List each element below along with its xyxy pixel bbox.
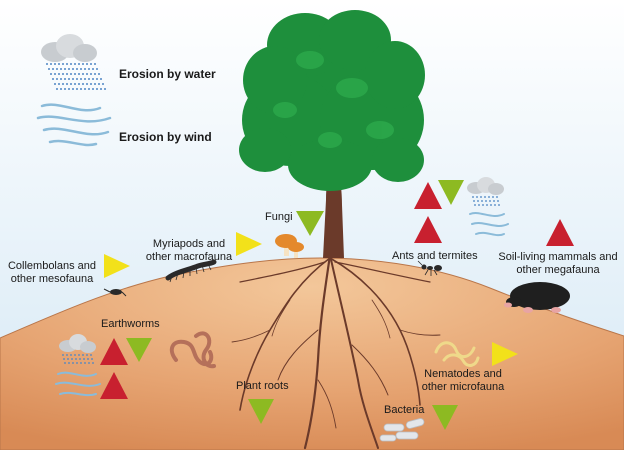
collembolan-icon: [103, 288, 127, 297]
myriapod-icon: [165, 259, 217, 283]
root-system: [231, 253, 441, 450]
plant-roots-decrease-icon: [248, 399, 274, 424]
label-mammals: Soil-living mammals and other megafauna: [496, 251, 620, 277]
collembolans-neutral-icon: [104, 254, 130, 278]
bacteria-decrease-icon: [432, 405, 458, 430]
bacteria-icon: [379, 418, 425, 442]
mole-icon: [504, 282, 570, 313]
label-plant-roots: Plant roots: [236, 380, 289, 392]
fungi-decrease-icon: [296, 211, 324, 236]
earthworm-icon: [169, 331, 216, 369]
wind-icon-earthworms: [55, 371, 101, 397]
cloud-icon-right: [467, 177, 504, 206]
label-ants: Ants and termites: [392, 250, 478, 262]
wind-icon-right: [469, 212, 509, 237]
label-nematodes-line1: Nematodes and: [424, 368, 502, 380]
label-mammals-line2: other megafauna: [516, 264, 600, 277]
legend-wind-icon: [36, 103, 112, 147]
label-nematodes: Nematodes and other microfauna: [412, 368, 514, 394]
legend-erosion-water: Erosion by water: [119, 67, 216, 81]
legend-cloud-icon: [41, 34, 106, 90]
nematodes-neutral-icon: [492, 342, 518, 366]
label-nematodes-line2: other microfauna: [421, 381, 505, 394]
myriapods-neutral-icon: [236, 232, 262, 256]
label-collembolans-line1: Collembolans and: [7, 260, 97, 272]
cloud-icon-earthworms: [59, 334, 96, 364]
ant-icon: [417, 260, 442, 276]
legend-erosion-wind: Erosion by wind: [119, 130, 212, 144]
label-bacteria: Bacteria: [384, 404, 425, 416]
mushroom-icon: [275, 234, 304, 258]
label-myriapods-line2: other macrofauna: [145, 251, 233, 264]
earthworms-increase-icon-1: [100, 338, 128, 365]
label-fungi: Fungi: [265, 211, 293, 223]
mammals-increase-icon: [546, 219, 574, 246]
ants-increase-icon-1: [414, 182, 442, 209]
nematode-icon: [434, 341, 480, 367]
label-mammals-line1: Soil-living mammals and: [498, 251, 618, 263]
earthworms-increase-icon-2: [100, 372, 128, 399]
label-collembolans: Collembolans and other mesofauna: [4, 260, 100, 286]
label-myriapods-line1: Myriapods and: [152, 238, 226, 250]
ants-increase-icon-2: [414, 216, 442, 243]
ants-decrease-icon: [438, 180, 464, 205]
earthworms-decrease-icon: [126, 338, 152, 362]
label-myriapods: Myriapods and other macrofauna: [137, 238, 241, 264]
label-collembolans-line2: other mesofauna: [10, 273, 94, 286]
label-earthworms: Earthworms: [101, 318, 160, 330]
